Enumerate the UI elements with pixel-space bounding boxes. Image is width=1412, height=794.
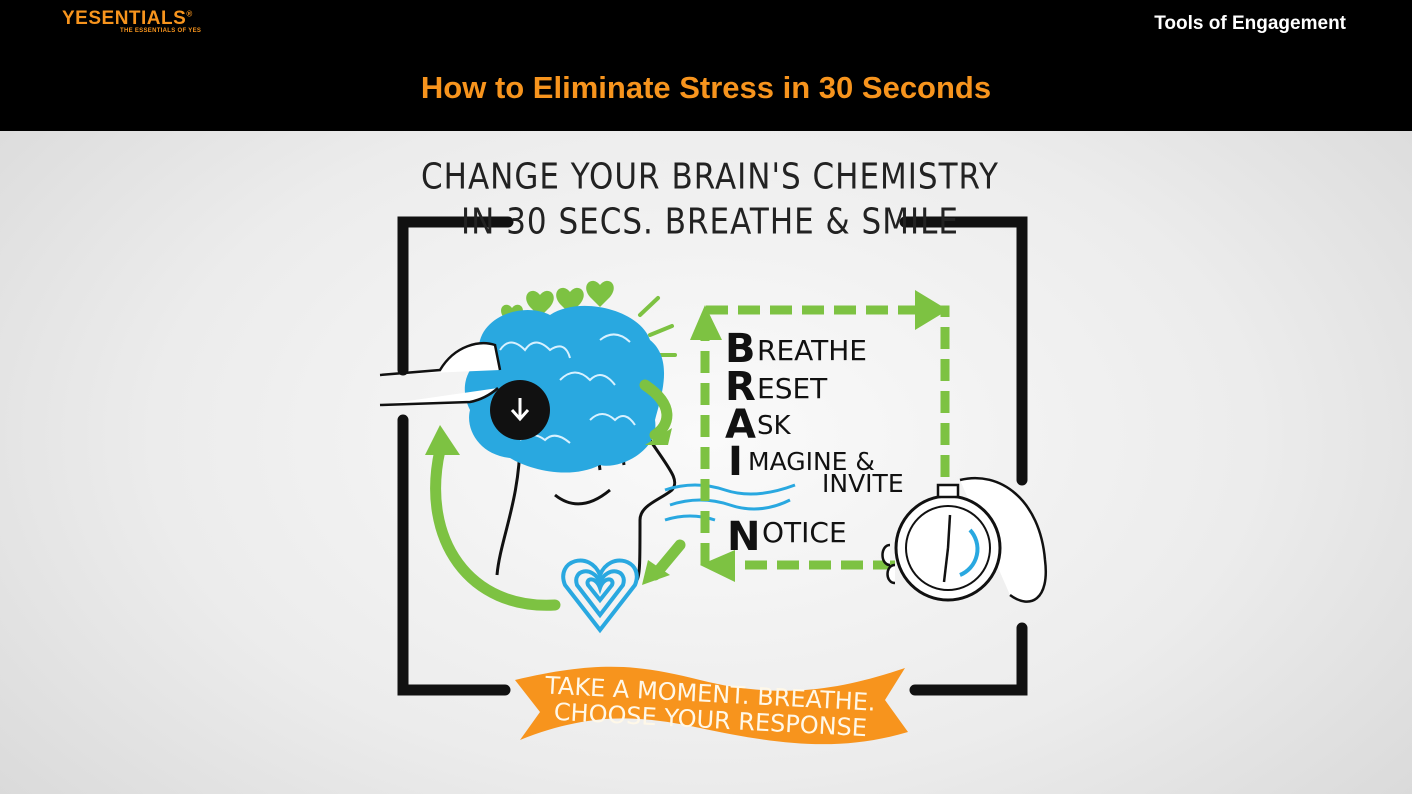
svg-text:N: N bbox=[727, 514, 760, 560]
svg-text:A: A bbox=[725, 402, 756, 448]
logo-tagline: THE ESSENTIALS OF YES bbox=[120, 28, 202, 34]
logo-text: YESENTIALS bbox=[62, 8, 187, 29]
svg-text:INVITE: INVITE bbox=[822, 469, 904, 498]
svg-text:R: R bbox=[725, 364, 756, 410]
heart-icon bbox=[561, 558, 639, 634]
svg-text:SK: SK bbox=[757, 411, 792, 441]
logo: YESENTIALS® THE ESSENTIALS OF YES bbox=[62, 8, 202, 34]
svg-text:B: B bbox=[725, 326, 756, 372]
heading-line1: CHANGE YOUR BRAIN'S CHEMISTRY bbox=[421, 156, 999, 198]
breath-lines bbox=[664, 483, 796, 522]
smile bbox=[554, 488, 611, 506]
svg-text:ESET: ESET bbox=[757, 372, 828, 405]
banner bbox=[515, 666, 908, 745]
svg-text:OTICE: OTICE bbox=[762, 516, 847, 549]
stopwatch-icon bbox=[881, 476, 1048, 603]
heading-line2: IN 30 SECS. BREATHE & SMILE bbox=[461, 200, 959, 242]
frame bbox=[397, 216, 1028, 696]
svg-text:REATHE: REATHE bbox=[757, 334, 867, 367]
svg-text:I: I bbox=[728, 439, 743, 485]
hand-icon bbox=[379, 342, 502, 407]
acronym-list: B REATHE R ESET A SK I MAGINE & INVITE N… bbox=[725, 326, 904, 560]
arrow-down-icon bbox=[510, 398, 530, 422]
header-bar: YESENTIALS® THE ESSENTIALS OF YES Tools … bbox=[0, 0, 1412, 131]
svg-text:MAGINE &: MAGINE & bbox=[748, 447, 875, 476]
series-label: Tools of Engagement bbox=[1154, 13, 1346, 34]
illustration: CHANGE YOUR BRAIN'S CHEMISTRY IN 30 SECS… bbox=[379, 156, 1048, 745]
page-title: How to Eliminate Stress in 30 Seconds bbox=[420, 70, 992, 105]
